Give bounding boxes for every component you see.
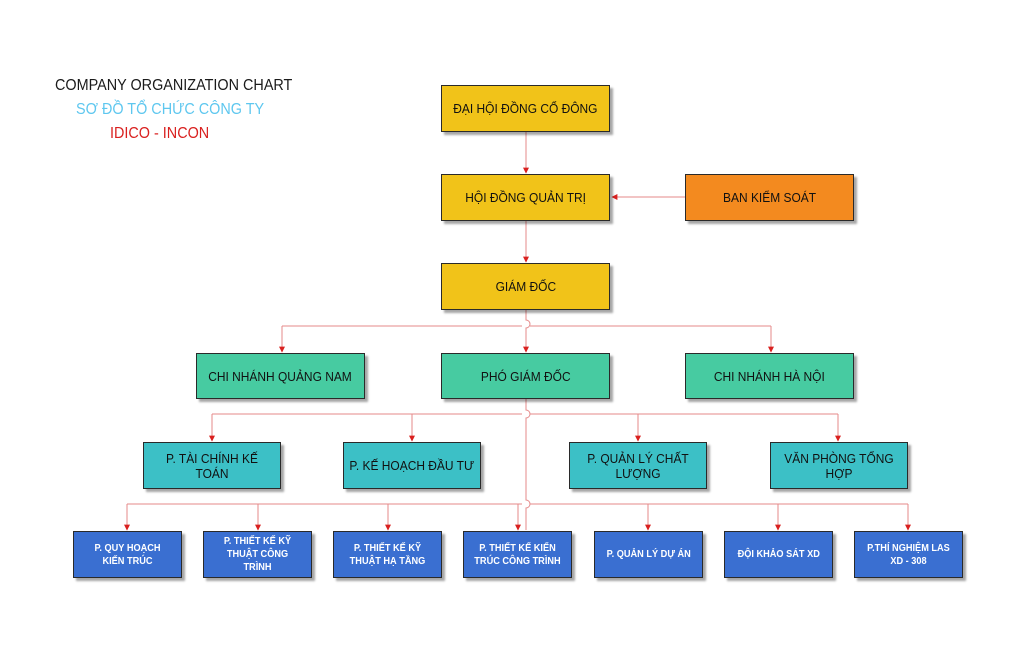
node-unit-architecture-design: P. THIẾT KẾ KIẾN TRÚC CÔNG TRÌNH [463,531,572,578]
node-dept-planning: P. KẾ HOẠCH ĐẦU TƯ [343,442,481,489]
node-branch-quangnam: CHI NHÁNH QUẢNG NAM [196,353,365,399]
node-dept-finance: P. TÀI CHÍNH KẾ TOÁN [143,442,281,489]
node-unit-survey-team: ĐỘI KHẢO SÁT XD [724,531,833,578]
node-unit-engineering-design: P. THIẾT KẾ KỸ THUẬT CÔNG TRÌNH [203,531,312,578]
node-unit-planning-architecture: P. QUY HOẠCH KIẾN TRÚC [73,531,182,578]
node-unit-project-management: P. QUẢN LÝ DỰ ÁN [594,531,703,578]
node-board: HỘI ĐỒNG QUẢN TRỊ [441,174,610,221]
node-director: GIÁM ĐỐC [441,263,610,310]
bus-units [525,418,531,530]
bus-departments [525,399,531,500]
node-branch-hanoi: CHI NHÁNH HÀ NỘI [685,353,854,399]
node-unit-infrastructure-design: P. THIẾT KẾ KỸ THUẬT HẠ TẦNG [333,531,442,578]
chart-title-vietnamese: SƠ ĐỒ TỔ CHỨC CÔNG TY [76,101,265,118]
bus-level-3 [525,310,531,352]
node-supervisory: BAN KIỂM SOÁT [685,174,854,221]
node-unit-testing-lab: P.THÍ NGHIỆM LAS XD - 308 [854,531,963,578]
chart-title-block: COMPANY ORGANIZATION CHART SƠ ĐỒ TỔ CHỨC… [55,74,319,146]
node-dept-general-office: VĂN PHÒNG TỔNG HỢP [770,442,908,489]
node-dept-quality: P. QUẢN LÝ CHẤT LƯỢNG [569,442,707,489]
company-name: IDICO - INCON [110,125,210,142]
node-shareholders: ĐẠI HỘI ĐỒNG CỔ ĐÔNG [441,85,610,132]
node-deputy-director: PHÓ GIÁM ĐỐC [441,353,610,399]
chart-title-english: COMPANY ORGANIZATION CHART [55,77,293,94]
